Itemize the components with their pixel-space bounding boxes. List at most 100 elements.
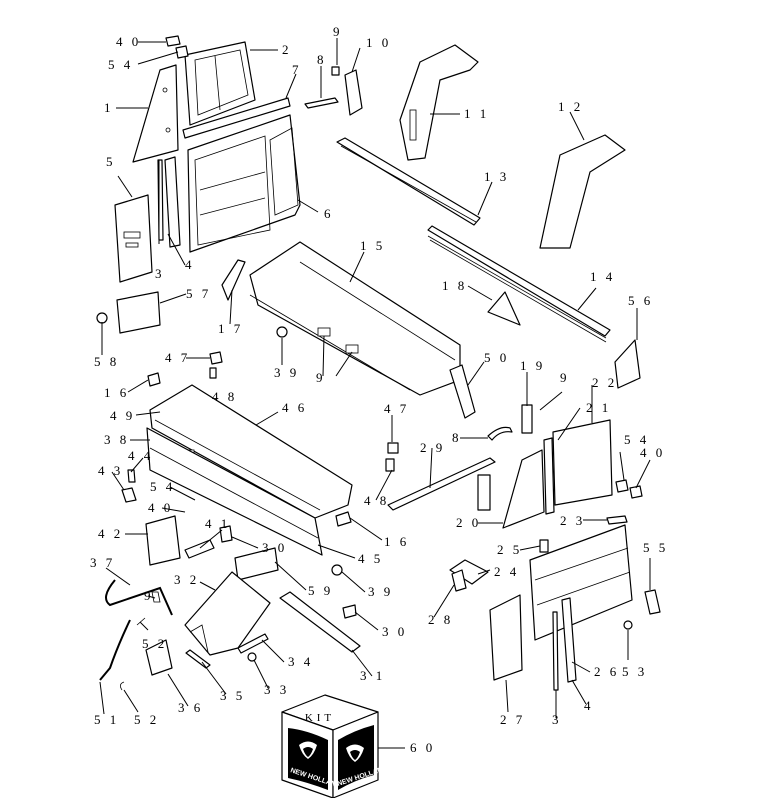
callout-8-b: 8 [452,430,462,445]
callout-60: 6 0 [410,740,435,755]
part-18-gusset [487,291,521,326]
callout-58: 5 8 [94,354,119,369]
part-10-bracket [344,69,363,116]
callout-37: 3 7 [90,555,115,570]
callout-27: 2 7 [500,712,525,727]
callout-12: 1 2 [558,99,583,114]
part-33-washer [247,652,257,662]
callout-16: 1 6 [104,385,129,400]
part-8-clamp [304,97,339,109]
part-19-bracket [521,404,533,434]
callout-29: 2 9 [420,440,445,455]
callout-53: 5 3 [622,664,647,679]
callout-3-b: 3 [552,712,562,727]
callout-34: 3 4 [288,654,313,669]
part-40-fastener [165,35,181,47]
part-1-side-plate [132,64,179,163]
callout-52-b: 5 2 [134,712,159,727]
callout-44: 4 4 [128,448,153,463]
part-39-nut-b [331,564,343,576]
part-32-hood [184,571,271,656]
part-36-bracket [145,639,173,676]
callout-23: 2 3 [560,513,585,528]
callout-18: 1 8 [442,278,467,293]
callout-10: 1 0 [366,35,391,50]
part-45-lower-panel [146,427,323,556]
part-34-rod [237,633,269,654]
part-37-hose [105,579,173,616]
callout-13: 1 3 [484,169,509,184]
part-4-hinge-b [561,597,577,683]
callout-52: 5 2 [142,636,167,651]
callout-5: 5 [106,154,116,169]
part-12-bracket [539,134,626,249]
callout-9-c: 9 [560,370,570,385]
callout-11: 1 1 [464,106,489,121]
part-13-beam [336,137,481,226]
callout-6: 6 [324,206,334,221]
callout-31: 3 1 [360,668,385,683]
part-48-bolt-b [385,458,395,472]
callout-49: 4 9 [110,408,135,423]
callout-2: 2 [282,42,292,57]
callout-9: 9 [333,24,343,39]
part-54-latch [175,45,189,59]
part-3-hinge-strip-b [552,611,559,691]
part-54-latch-b [615,479,629,493]
part-4-hinge [164,156,181,248]
part-30-bracket [219,525,233,543]
part-30-bracket-b [342,604,357,619]
callout-19: 1 9 [520,358,545,373]
part-8-clip-b [487,426,513,441]
callout-39: 3 9 [274,365,299,380]
callout-47-b: 4 7 [384,401,409,416]
leader-lines [99,38,651,749]
part-48-bolt [209,367,217,379]
part-52-clip [120,681,125,691]
part-6-side-panel [187,114,301,253]
callout-36: 3 6 [178,700,203,715]
part-23-pin [606,515,628,525]
callout-48: 4 8 [212,389,237,404]
callout-50: 5 0 [484,350,509,365]
callout-32: 3 2 [174,572,199,587]
callout-labels: 4 0 5 4 2 9 1 0 8 7 1 1 1 1 2 5 6 1 3 3 … [90,24,665,755]
callout-26: 2 6 [594,664,619,679]
part-25-bolt [539,539,549,553]
part-47-clip [209,351,223,365]
part-26-door [529,524,633,641]
callout-22: 2 2 [592,375,617,390]
part-21-hinge [543,437,555,515]
callout-14: 1 4 [590,269,615,284]
part-14-rail [427,225,611,337]
part-59-channel [234,547,279,581]
callout-3: 3 [155,266,165,281]
kit-box: KIT NEW HOLLAND NEW HOLLAND [281,694,389,798]
callout-30-b: 3 0 [382,624,407,639]
part-29-bar [387,457,496,511]
part-41-strip [184,539,215,559]
part-55-handle [644,589,661,615]
callout-51: 5 1 [94,712,119,727]
callout-54-b: 5 4 [624,432,649,447]
callout-41: 4 1 [205,516,230,531]
callout-45: 4 5 [358,551,383,566]
part-11-bracket [399,44,479,161]
callout-46: 4 6 [282,400,307,415]
part-9-bolt [331,66,340,76]
part-35-rod [185,649,211,669]
callout-8: 8 [317,52,327,67]
part-51-cable [99,619,131,681]
part-56-bracket [614,339,641,389]
kit-label: KIT [305,712,335,724]
callout-17: 1 7 [218,321,243,336]
new-holland-logo-right [338,725,374,790]
callout-35: 3 5 [220,688,245,703]
part-5-door-panel [114,194,153,283]
part-28-plate [451,569,467,592]
part-58-knob [96,312,108,324]
callout-54-c: 5 4 [150,479,175,494]
part-43-clip [121,487,137,503]
callout-24: 2 4 [494,564,519,579]
